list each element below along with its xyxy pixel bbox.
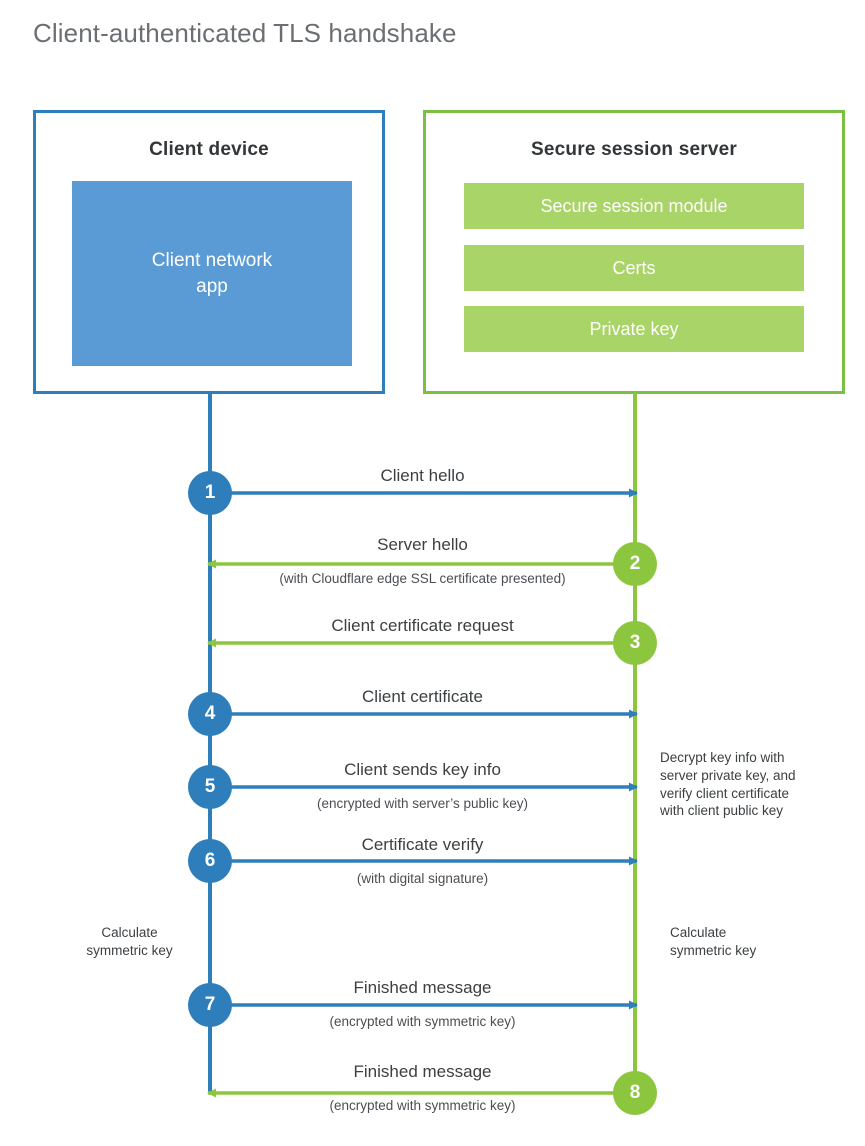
- step-label-1: Client hello: [380, 466, 465, 485]
- client-device-title: Client device: [149, 139, 269, 160]
- step-label-8: Finished message: [353, 1062, 492, 1081]
- server-component-secure-session-module: Secure session module: [464, 183, 804, 229]
- step-label-2: Server hello: [377, 535, 468, 554]
- secure-session-server-title: Secure session server: [531, 139, 737, 160]
- step-label-5: Client sends key info: [344, 760, 501, 779]
- step-label-6: Certificate verify: [361, 835, 484, 854]
- step-sublabel-5: (encrypted with server’s public key): [316, 796, 529, 811]
- server-component-private-key: Private key: [464, 306, 804, 352]
- step-label-7: Finished message: [353, 978, 492, 997]
- step-marker-4[interactable]: 4: [188, 692, 232, 736]
- step-sublabel-7: (encrypted with symmetric key): [329, 1014, 516, 1029]
- step-marker-1[interactable]: 1: [188, 471, 232, 515]
- step-sublabel-8: (encrypted with symmetric key): [329, 1098, 516, 1113]
- step-marker-7[interactable]: 7: [188, 983, 232, 1027]
- step-label-3: Client certificate request: [331, 616, 514, 635]
- step-marker-6[interactable]: 6: [188, 839, 232, 883]
- step-sublabel-2: (with Cloudflare edge SSL certificate pr…: [279, 571, 566, 586]
- step-marker-2[interactable]: 2: [613, 542, 657, 586]
- step-marker-8[interactable]: 8: [613, 1071, 657, 1115]
- step-label-4: Client certificate: [362, 687, 483, 706]
- step-sublabel-6: (with digital signature): [356, 871, 489, 886]
- page-title: Client-authenticated TLS handshake: [33, 18, 457, 48]
- secure-session-server-box: Secure session server Secure session mod…: [423, 110, 845, 394]
- server-component-certs: Certs: [464, 245, 804, 291]
- step-marker-3[interactable]: 3: [613, 621, 657, 665]
- step-marker-5[interactable]: 5: [188, 765, 232, 809]
